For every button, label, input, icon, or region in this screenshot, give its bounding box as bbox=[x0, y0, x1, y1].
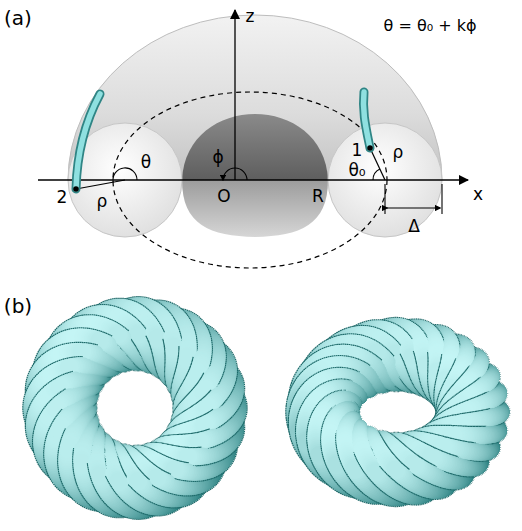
figure-stage: (a)zθ = θ₀ + kϕθρ21θ₀ρϕORxΔ(b) bbox=[0, 0, 522, 531]
